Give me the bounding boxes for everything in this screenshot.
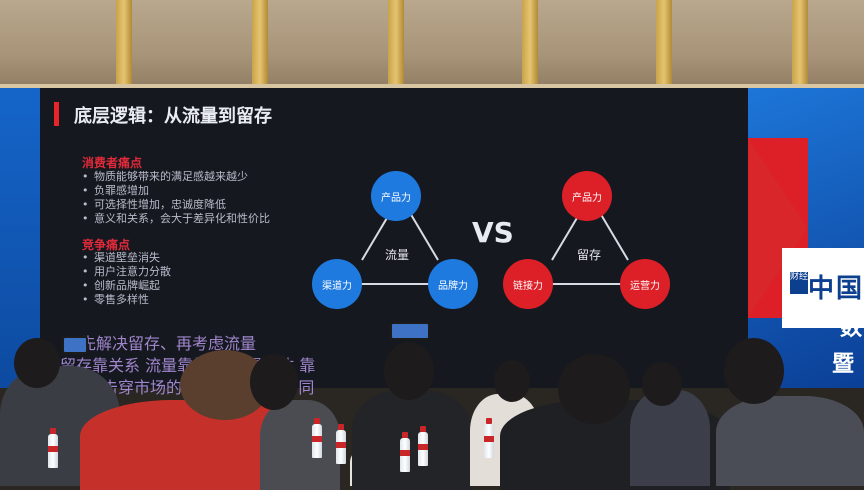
list-item: 物质能够带来的满足感越来越少	[82, 170, 270, 184]
list-item: 意义和关系，会大于差异化和性价比	[82, 212, 270, 226]
consumer-pain-list: 物质能够带来的满足感越来越少 负罪感增加 可选择性增加，忠诚度降低 意义和关系，…	[82, 170, 270, 226]
water-bottle	[400, 432, 410, 472]
gold-pillar	[522, 0, 538, 90]
audience-person	[716, 396, 864, 486]
right-side-banner: 财经 中国 数 暨	[748, 88, 864, 388]
audience-head	[558, 354, 630, 424]
list-item: 用户注意力分散	[82, 265, 171, 279]
audience-head	[14, 338, 60, 388]
list-item: 零售多样性	[82, 293, 171, 307]
section-heading-competition: 竞争痛点	[82, 238, 131, 252]
gold-pillar	[252, 0, 268, 90]
section-heading-consumer: 消费者痛点	[82, 156, 143, 170]
diagram-center-retention: 留存	[577, 248, 602, 262]
list-item: 负罪感增加	[82, 184, 270, 198]
audience-head	[494, 360, 530, 402]
gold-pillar	[656, 0, 672, 90]
node-product-power-left: 产品力	[371, 171, 421, 221]
banner-logo: 财经	[790, 272, 808, 294]
node-brand-power: 品牌力	[428, 259, 478, 309]
water-bottle	[336, 424, 346, 464]
gold-pillar	[792, 0, 808, 90]
node-ops-power: 运营力	[620, 259, 670, 309]
title-accent-bar	[54, 102, 59, 126]
audience	[0, 322, 864, 490]
banner-line1: 中国	[808, 274, 864, 304]
phone	[62, 336, 88, 354]
banner-red-shape	[748, 138, 808, 318]
banner-line3: 暨	[832, 352, 855, 377]
diagram-center-traffic: 流量	[385, 248, 410, 262]
slide-title: 底层逻辑：从流量到留存	[74, 106, 272, 127]
water-bottle	[312, 418, 322, 458]
list-item: 渠道壁垒消失	[82, 251, 171, 265]
node-product-power-right: 产品力	[562, 171, 612, 221]
audience-head	[642, 362, 682, 406]
audience-head	[250, 354, 298, 410]
competition-pain-list: 渠道壁垒消失 用户注意力分散 创新品牌崛起 零售多样性	[82, 251, 171, 307]
audience-head	[724, 338, 784, 404]
water-bottle	[418, 426, 428, 466]
gold-pillar	[388, 0, 404, 90]
vs-label: VS	[472, 216, 514, 249]
audience-person	[352, 390, 472, 490]
node-link-power: 链接力	[503, 259, 553, 309]
audience-head	[384, 342, 434, 400]
gold-pillar	[116, 0, 132, 90]
slide-caption-1: 先解决留存、再考虑流量	[80, 334, 257, 353]
background-wall	[0, 0, 864, 92]
list-item: 创新品牌崛起	[82, 279, 171, 293]
audience-person	[260, 400, 340, 490]
water-bottle	[48, 428, 58, 468]
phone	[390, 322, 430, 340]
water-bottle	[484, 418, 494, 458]
audience-person	[630, 390, 710, 486]
node-channel-power: 渠道力	[312, 259, 362, 309]
list-item: 可选择性增加，忠诚度降低	[82, 198, 270, 212]
banner-line2: 数	[840, 316, 863, 341]
